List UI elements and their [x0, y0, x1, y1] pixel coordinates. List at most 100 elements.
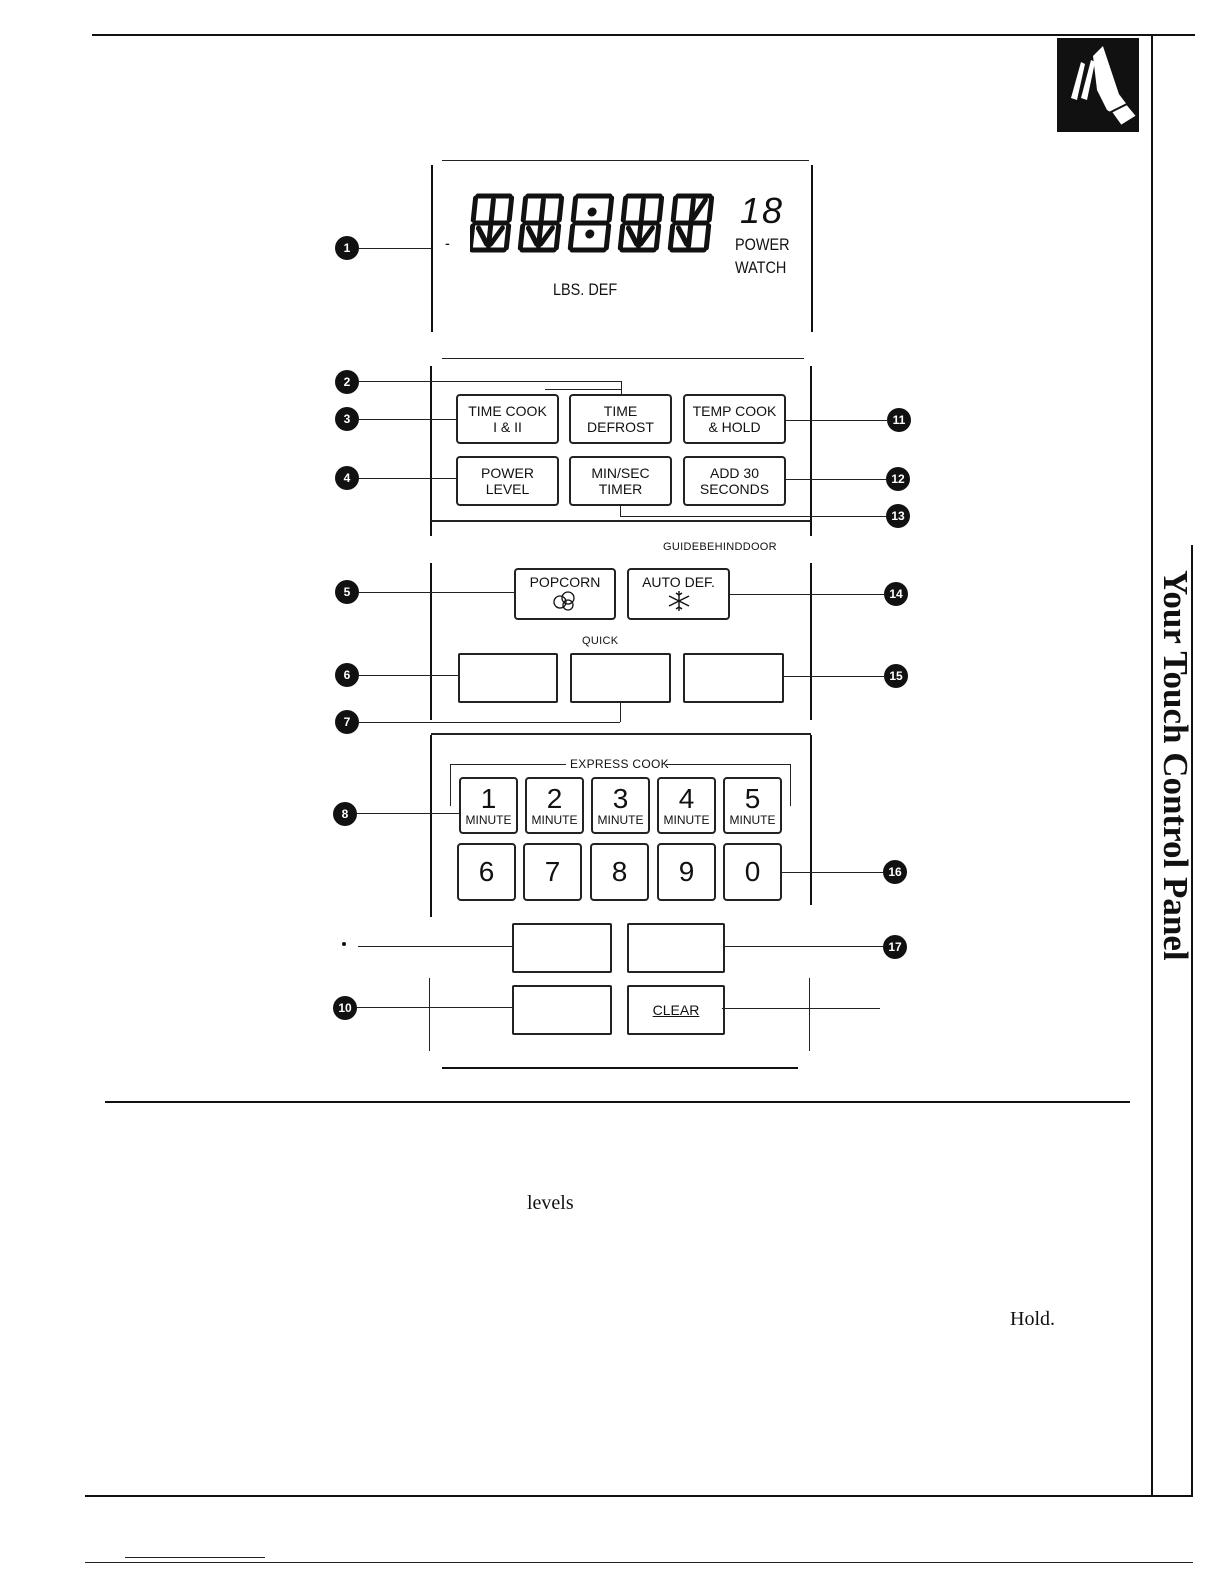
minute-label-4: MINUTE: [663, 813, 710, 827]
side-title: Your Touch Control Panel: [1156, 570, 1195, 961]
number-key-9[interactable]: 9: [657, 843, 716, 901]
callout-15-leader: [784, 676, 884, 677]
power-level-button[interactable]: POWER LEVEL: [456, 456, 559, 506]
express-bracket-right: [666, 764, 790, 765]
bottom-rule: [85, 1495, 1193, 1497]
panel-right: [810, 366, 812, 536]
levels-text: levels: [527, 1192, 574, 1214]
digit-9: 9: [678, 856, 695, 887]
time-defrost-label-1: TIME: [603, 403, 638, 419]
mid-panel-right: [810, 563, 812, 720]
add-30-seconds-button[interactable]: ADD 30 SECONDS: [683, 456, 786, 506]
clear-leader: [722, 1008, 880, 1009]
express-key-3[interactable]: 3 MINUTE: [591, 777, 650, 834]
callout-4-leader: [359, 478, 456, 479]
popcorn-icon: [553, 591, 575, 611]
callout-2-extra-rule: [545, 389, 621, 390]
callout-8-leader: [357, 813, 459, 814]
quick-key-left[interactable]: [458, 653, 558, 703]
number-key-7[interactable]: 7: [523, 843, 582, 901]
digit-0: 0: [744, 856, 761, 887]
mid-rule: [105, 1101, 1130, 1103]
quick-key-center[interactable]: [570, 653, 671, 703]
temp-cook-label-1: TEMP COOK: [692, 403, 777, 419]
mid-panel-left: [430, 563, 432, 720]
express-key-5[interactable]: 5 MINUTE: [723, 777, 782, 834]
minute-label-1: MINUTE: [465, 813, 512, 827]
callout-13: 13: [886, 504, 910, 528]
callout-10: 10: [333, 996, 357, 1020]
clear-label: CLEAR: [652, 1002, 700, 1018]
number-key-6[interactable]: 6: [457, 843, 516, 901]
number-key-0[interactable]: 0: [723, 843, 782, 901]
minute-label-5: MINUTE: [729, 813, 776, 827]
digit-1: 1: [480, 783, 497, 814]
clear-button[interactable]: CLEAR: [627, 985, 725, 1035]
callout-3-leader: [359, 419, 456, 420]
stop-key[interactable]: [627, 923, 725, 973]
callout-4: 4: [335, 466, 359, 490]
callout-12-leader: [786, 479, 886, 480]
express-key-2[interactable]: 2 MINUTE: [525, 777, 584, 834]
popcorn-label: POPCORN: [529, 574, 601, 590]
callout-11-leader: [786, 420, 887, 421]
display-right: [811, 165, 813, 332]
min-sec-timer-button[interactable]: MIN/SEC TIMER: [569, 456, 672, 506]
auto-defrost-button[interactable]: AUTO DEF.: [627, 568, 730, 620]
panel-top-rule: [442, 358, 804, 359]
callout-13-leader: [620, 516, 886, 517]
hold-text: Hold.: [1010, 1308, 1055, 1330]
display-left: [431, 165, 433, 332]
add-30-label-2: SECONDS: [699, 481, 770, 497]
display-top: [442, 160, 809, 161]
callout-14-leader: [730, 594, 884, 595]
popcorn-button[interactable]: POPCORN: [514, 568, 616, 620]
pad-top-rule: [431, 733, 811, 735]
pad-left: [430, 735, 432, 917]
express-bracket-right-drop: [790, 764, 791, 806]
express-key-4[interactable]: 4 MINUTE: [657, 777, 716, 834]
footer-rule: [85, 1562, 1193, 1563]
min-sec-timer-label-2: TIMER: [598, 481, 643, 497]
min-sec-timer-label-1: MIN/SEC: [591, 465, 650, 481]
quick-key-right[interactable]: [683, 653, 784, 703]
temp-cook-label-2: & HOLD: [708, 419, 761, 435]
callout-5: 5: [335, 580, 359, 604]
callout-12: 12: [886, 467, 910, 491]
callout-9-leader: [358, 946, 512, 947]
clock-key[interactable]: [512, 985, 612, 1035]
display-power-indicator: 18: [740, 190, 785, 231]
callout-10-leader: [357, 1007, 512, 1008]
callout-15: 15: [884, 664, 908, 688]
digit-8: 8: [611, 856, 628, 887]
digit-6: 6: [478, 856, 495, 887]
power-level-label-2: LEVEL: [485, 481, 530, 497]
callout-7-leader: [359, 722, 620, 723]
minute-label-2: MINUTE: [531, 813, 578, 827]
display-power-label: POWER: [735, 235, 790, 254]
callout-7-leader-up: [620, 703, 621, 722]
right-margin-rule: [1151, 34, 1153, 1496]
express-bracket-left: [450, 764, 566, 765]
callout-3: 3: [335, 407, 359, 431]
temp-cook-hold-button[interactable]: TEMP COOK & HOLD: [683, 394, 786, 444]
time-defrost-button[interactable]: TIME DEFROST: [569, 394, 672, 444]
callout-14: 14: [884, 582, 908, 606]
footer-short-rule: [125, 1557, 265, 1558]
time-cook-label-2: I & II: [493, 419, 522, 435]
callout-5-leader: [359, 592, 514, 593]
time-cook-button[interactable]: TIME COOK I & II: [456, 394, 559, 444]
bottom-panel-rule: [442, 1067, 798, 1069]
callout-2-leader-drop: [621, 381, 622, 394]
callout-1-leader: [359, 248, 431, 249]
display-lbs-def-label: LBS. DEF: [553, 280, 618, 299]
hand-pressing-key-icon: [1057, 38, 1139, 132]
minute-label-3: MINUTE: [597, 813, 644, 827]
start-key[interactable]: [512, 923, 612, 973]
callout-13-leader-up: [620, 506, 621, 516]
express-key-1[interactable]: 1 MINUTE: [459, 777, 518, 834]
number-key-8[interactable]: 8: [590, 843, 649, 901]
express-bracket-left-drop: [450, 764, 451, 806]
digit-5: 5: [744, 783, 761, 814]
callout-17: 17: [883, 935, 907, 959]
